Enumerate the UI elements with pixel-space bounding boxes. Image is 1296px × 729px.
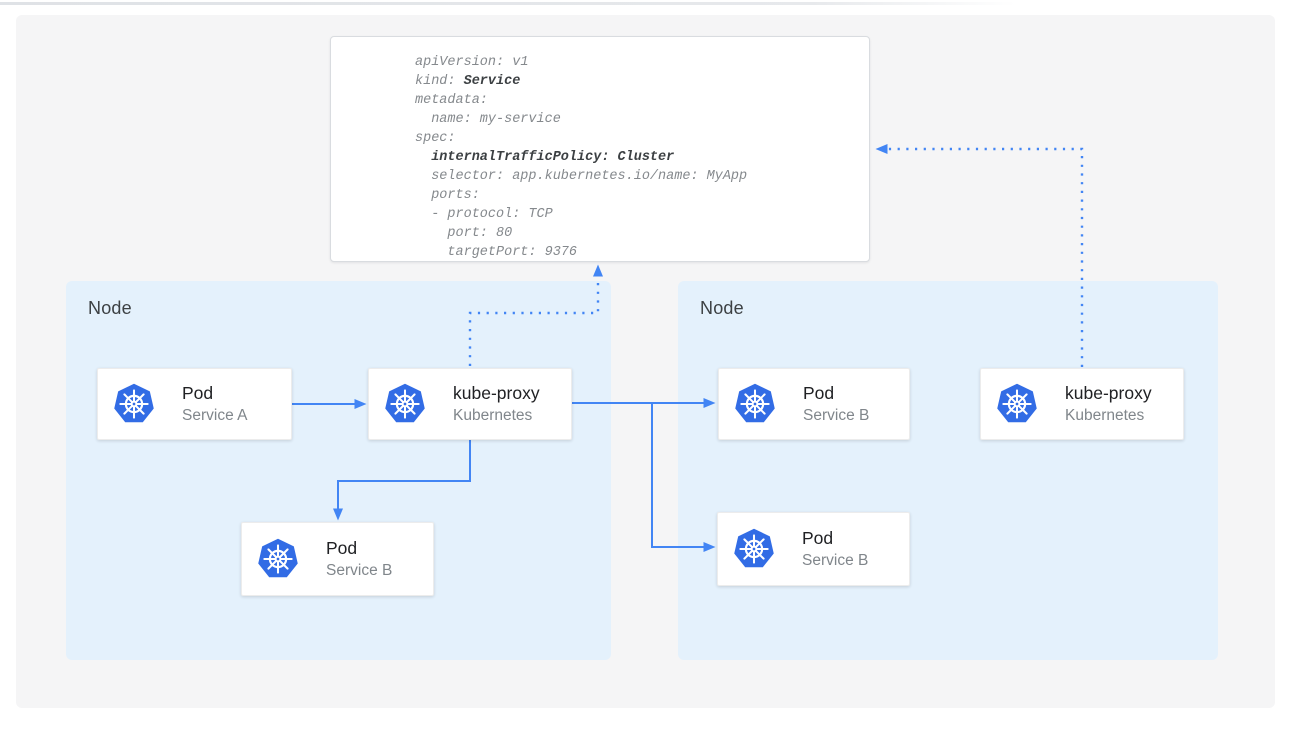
card-subtitle: Service B xyxy=(326,562,393,579)
card-title: Pod xyxy=(326,538,358,558)
card-kube-proxy-left: kube-proxy Kubernetes xyxy=(368,368,572,440)
card-pod-service-a: Pod Service A xyxy=(97,368,292,440)
card-subtitle: Service B xyxy=(802,552,869,569)
card-kube-proxy-right: kube-proxy Kubernetes xyxy=(980,368,1184,440)
kubernetes-icon xyxy=(732,526,776,572)
card-subtitle: Kubernetes xyxy=(453,407,533,424)
top-divider-line xyxy=(0,2,1016,5)
card-title: Pod xyxy=(182,383,214,403)
kubernetes-icon xyxy=(256,536,300,582)
kubernetes-icon xyxy=(995,381,1039,427)
card-subtitle: Service A xyxy=(182,407,248,424)
card-pod-service-b-right-top: Pod Service B xyxy=(718,368,910,440)
kubernetes-icon xyxy=(112,381,156,427)
kubernetes-icon xyxy=(383,381,427,427)
node-label: Node xyxy=(88,298,132,318)
card-title: Pod xyxy=(803,383,835,403)
card-title: kube-proxy xyxy=(453,383,540,403)
node-panel-right: Node xyxy=(678,281,1218,660)
card-subtitle: Service B xyxy=(803,407,870,424)
card-title: kube-proxy xyxy=(1065,383,1152,403)
card-title: Pod xyxy=(802,528,834,548)
node-label: Node xyxy=(700,298,744,318)
card-subtitle: Kubernetes xyxy=(1065,407,1145,424)
kubernetes-icon xyxy=(733,381,777,427)
node-panel-left: Node xyxy=(66,281,611,660)
card-pod-service-b-right-bottom: Pod Service B xyxy=(717,512,910,586)
card-pod-service-b-left: Pod Service B xyxy=(241,522,434,596)
